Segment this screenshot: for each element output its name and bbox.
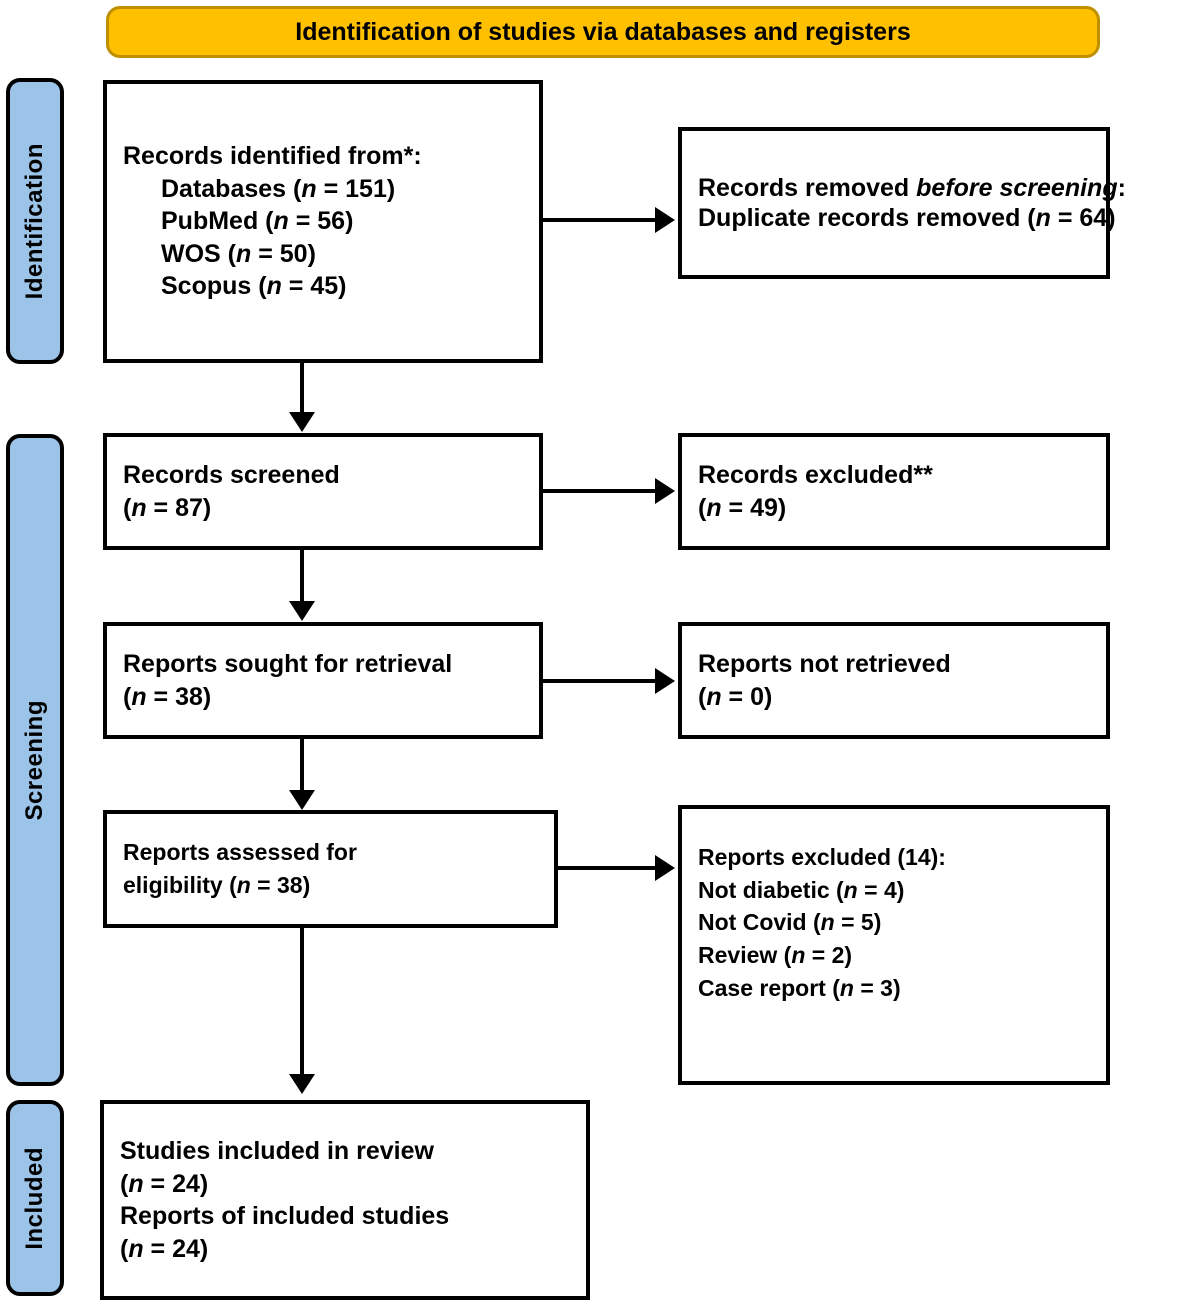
studies-included-line-2: (n = 24) <box>120 1169 209 1198</box>
reports-excluded-line-review: Review (n = 2) <box>698 941 853 968</box>
box-reports-assessed: Reports assessed for eligibility (n = 38… <box>103 810 558 928</box>
connector-identified-to-screened <box>300 363 304 414</box>
connector-screened-to-sought <box>300 550 304 603</box>
box-studies-included: Studies included in review (n = 24) Repo… <box>100 1100 590 1300</box>
box-records-screened: Records screened (n = 87) <box>103 433 543 550</box>
records-excluded-line-2: (n = 49) <box>698 493 787 522</box>
reports-sought-line-2: (n = 38) <box>123 682 212 711</box>
arrowhead-sought-to-not-retrieved <box>655 668 675 694</box>
stage-label-screening-text: Screening <box>21 699 48 821</box>
connector-sought-to-not-retrieved <box>543 679 669 683</box>
records-screened-line-1: Records screened <box>123 461 340 489</box>
stage-label-identification: Identification <box>6 78 64 364</box>
arrowhead-identified-to-screened <box>289 412 315 432</box>
connector-identified-to-removed <box>543 218 669 222</box>
records-identified-line-pubmed: PubMed (n = 56) <box>161 207 354 236</box>
connector-assessed-to-included <box>300 928 304 1076</box>
reports-not-retrieved-line-2: (n = 0) <box>698 682 773 711</box>
arrowhead-assessed-to-reports-excluded <box>655 855 675 881</box>
stage-label-screening: Screening <box>6 434 64 1086</box>
reports-assessed-line-1: Reports assessed for <box>123 839 357 866</box>
records-identified-line-wos: WOS (n = 50) <box>161 239 316 268</box>
reports-not-retrieved-line-1: Reports not retrieved <box>698 650 951 678</box>
records-identified-line-1: Records identified from*: <box>123 142 422 171</box>
records-identified-line-databases: Databases (n = 151) <box>161 174 396 203</box>
stage-label-included-text: Included <box>21 1146 48 1250</box>
reports-excluded-line-not-diabetic: Not diabetic (n = 4) <box>698 876 905 903</box>
records-excluded-line-1: Records excluded** <box>698 461 933 489</box>
studies-included-line-1: Studies included in review <box>120 1137 434 1165</box>
arrowhead-identified-to-removed <box>655 207 675 233</box>
reports-assessed-line-2: eligibility (n = 38) <box>123 872 311 898</box>
connector-sought-to-assessed <box>300 739 304 792</box>
box-reports-excluded: Reports excluded (14): Not diabetic (n =… <box>678 805 1110 1085</box>
stage-label-identification-text: Identification <box>21 142 48 300</box>
box-records-identified: Records identified from*: Databases (n =… <box>103 80 543 363</box>
arrowhead-screened-to-sought <box>289 601 315 621</box>
box-records-excluded: Records excluded** (n = 49) <box>678 433 1110 550</box>
reports-excluded-line-not-covid: Not Covid (n = 5) <box>698 909 882 936</box>
reports-excluded-line-case-report: Case report (n = 3) <box>698 974 901 1001</box>
connector-screened-to-excluded <box>543 489 669 493</box>
box-reports-not-retrieved: Reports not retrieved (n = 0) <box>678 622 1110 739</box>
studies-included-line-3: Reports of included studies <box>120 1202 450 1230</box>
connector-assessed-to-reports-excluded <box>558 866 669 870</box>
reports-sought-line-1: Reports sought for retrieval <box>123 650 453 678</box>
records-removed-line-1: Records removed before screening: <box>698 173 1126 202</box>
records-screened-line-2: (n = 87) <box>123 493 212 522</box>
records-identified-line-scopus: Scopus (n = 45) <box>161 272 347 301</box>
stage-label-included: Included <box>6 1100 64 1296</box>
arrowhead-sought-to-assessed <box>289 790 315 810</box>
box-records-removed: Records removed before screening: Duplic… <box>678 127 1126 279</box>
arrowhead-screened-to-excluded <box>655 478 675 504</box>
banner-title: Identification of studies via databases … <box>295 17 911 46</box>
box-reports-sought: Reports sought for retrieval (n = 38) <box>103 622 543 739</box>
diagram-header-banner: Identification of studies via databases … <box>106 6 1100 58</box>
arrowhead-assessed-to-included <box>289 1074 315 1094</box>
studies-included-line-4: (n = 24) <box>120 1234 209 1263</box>
reports-excluded-line-1: Reports excluded (14): <box>698 844 946 870</box>
records-removed-line-2: Duplicate records removed (n = 64) <box>698 204 1116 232</box>
